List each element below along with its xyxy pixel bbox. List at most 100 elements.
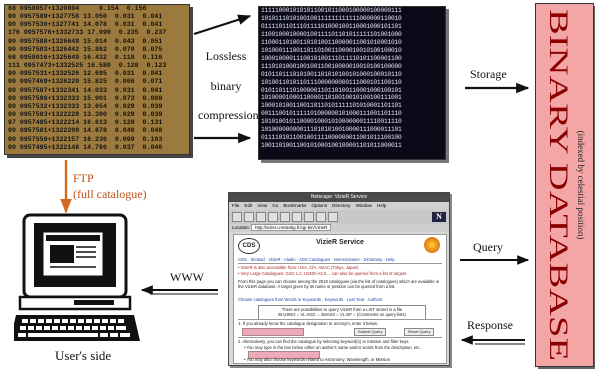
- menu-item-help[interactable]: Help: [376, 203, 387, 208]
- vizier-page: CDS VizieR Service CDS · Simbad · VizieR…: [233, 234, 447, 364]
- browser-title: Netscape: VizieR Service: [229, 193, 449, 202]
- binary-row: 1001101001100101000100100001101011000011: [261, 142, 402, 150]
- cds-logo: CDS: [238, 238, 260, 254]
- catalogue-row: 90 0957588+1326648 15.014 0.043 0.051: [8, 37, 163, 45]
- menu-item-go[interactable]: Go: [272, 203, 279, 208]
- storage-label: Storage: [470, 67, 507, 81]
- binary-row: 0101101110101001101010100101000100010110: [261, 70, 402, 78]
- binary-row: 0111101101110111101000100110001000101101: [261, 22, 402, 30]
- menu-item-edit[interactable]: Edit: [244, 203, 253, 208]
- menu-item-view[interactable]: View: [257, 203, 268, 208]
- full-catalogue-label: (full catalogue): [73, 187, 147, 201]
- menu-item-window[interactable]: Window: [355, 203, 372, 208]
- response-label: Response: [467, 318, 513, 332]
- binary-data-block: 1111100010101011001011000100000100000111…: [258, 6, 446, 160]
- binary-row: 1000101001100110110101111101010001101101: [261, 102, 402, 110]
- catalogue-row: 90 0957469+1326220 15.825 0.066 0.071: [8, 78, 163, 86]
- database-subtitle-text: (indexed by celestial position): [576, 131, 586, 240]
- lossless-label: Lossless: [205, 49, 247, 63]
- binary-row: 1010001110011011010011000010010100100010: [261, 46, 402, 54]
- catalogue-row: 90 0957503+1326442 15.862 0.070 0.075: [8, 45, 163, 53]
- catalogue-row: 90 0957532+1332333 13.654 0.029 0.039: [8, 102, 163, 110]
- stop-icon: [328, 212, 338, 222]
- binary-row: 1010100101100001000101000000011110011110: [261, 118, 402, 126]
- binary-row: 1100011010011010100110000011001010001010: [261, 38, 402, 46]
- catalogue-row: 68 0958016+1325649 16.432 0.118 0.116: [8, 53, 163, 61]
- forward-icon: [244, 212, 254, 222]
- vizier-list-box-line1: There are possibilities to query VizieR …: [281, 307, 403, 312]
- menu-item-options[interactable]: Options: [311, 203, 328, 208]
- users-side-label: User's side: [55, 348, 112, 363]
- binary-row: 0111101011001001111000000011001011100100: [261, 134, 402, 142]
- binary-database: BINARY DATABASE (indexed by celestial po…: [535, 3, 594, 367]
- images-icon: [280, 212, 290, 222]
- author-words-input[interactable]: [248, 351, 320, 359]
- menu-item-bookmarks[interactable]: Bookmarks: [283, 203, 307, 208]
- submit-query-button[interactable]: Submit Query: [354, 328, 387, 336]
- catalogue-row: 97 0957485+1322214 16.613 0.128 0.131: [8, 119, 163, 127]
- netscape-logo-icon: N: [432, 212, 446, 222]
- catalogue-row: 90 0957589+1327758 13.050 0.031 0.041: [8, 13, 163, 21]
- binary-row: 0011100101111101000000101000111001101110: [261, 110, 402, 118]
- browser-menubar: File Edit View Go Bookmarks Options Directory W…: [229, 202, 449, 210]
- menu-item-file[interactable]: File: [232, 203, 240, 208]
- vizier-list-box-line2: IB-USNO ○ VL-GSC ○ 2MASS ○ VL-DF ○ (Comm…: [278, 312, 406, 318]
- catalogue-row: 90 0957530+1327741 14.078 0.031 0.041: [8, 21, 163, 29]
- vizier-list-box: There are possibilities to query VizieR …: [258, 305, 426, 320]
- browser-toolbar: N: [229, 210, 449, 224]
- binary-label: binary: [210, 79, 242, 93]
- vizier-para2: Choose catalogues from Words or Keywords…: [238, 297, 383, 302]
- home-icon: [256, 212, 266, 222]
- catalogue-row: 90 0957583+1322228 13.300 0.029 0.039: [8, 111, 163, 119]
- vizier-logo-icon: [424, 237, 440, 253]
- print-icon: [304, 212, 314, 222]
- vizier-browser-window: Netscape: VizieR Service File Edit View Go B…: [228, 192, 450, 366]
- location-label: Location:: [232, 225, 250, 230]
- database-title-text: BINARY DATABASE: [544, 9, 573, 361]
- find-icon: [316, 212, 326, 222]
- binary-row: 1010000100011000011010010010100100111001: [261, 94, 402, 102]
- catalogue-input[interactable]: [242, 328, 304, 336]
- compression-arrow-top: [193, 14, 252, 36]
- catalogue-row: 90 0957559+1322157 16.236 0.099 0.103: [8, 135, 163, 143]
- binary-row: 1110101000100100110010000010010100100000: [261, 62, 402, 70]
- binary-row: 0101101110100000110110100110001000100101: [261, 86, 402, 94]
- binary-row: 1111100010101011001011000100000100000111: [261, 7, 402, 14]
- vizier-page-title: VizieR Service: [316, 239, 364, 246]
- reload-icon: [268, 212, 278, 222]
- catalogue-row: 176 0957576+1332733 17.090 0.235 0.237: [8, 29, 167, 37]
- catalogue-row: 111 0957473+1332525 16.580 0.128 0.123: [8, 62, 167, 70]
- database-title: BINARY DATABASE (indexed by celestial po…: [544, 9, 586, 361]
- vizier-section2: 2. Alternatively, you can find the catal…: [238, 339, 410, 344]
- binary-row: 1010011010110111000000000111000101100110: [261, 78, 402, 86]
- location-url: http://vizier.u-strasbg.fr/cgi-bin/Vizie…: [251, 224, 332, 231]
- vizier-section1: 1. If you already know the catalogue des…: [238, 321, 379, 326]
- vizier-line2: • Very Large Catalogues: GSC 1.2, USNO-A…: [238, 271, 407, 276]
- vizier-line1: • VizieR is also accessible from: USA, C…: [238, 265, 359, 270]
- www-label: WWW: [170, 270, 204, 284]
- vizier-para1: From this page you can choose among the …: [238, 279, 440, 290]
- vizier-section3: • You may also choose keywords related t…: [244, 357, 391, 362]
- catalogue-row: 68 0958057+1320804 0.154 0.156: [8, 5, 147, 12]
- catalogue-row: 90 0957495+1322148 14.766 0.037 0.046: [8, 143, 163, 151]
- binary-row: 1100100010000100111101101011111101001000: [261, 30, 402, 38]
- catalogue-row: 90 0957598+1332333 15.901 0.073 0.088: [8, 94, 163, 102]
- query-label: Query: [473, 240, 503, 254]
- vizier-section2b: • You may type in the box below either a…: [244, 345, 421, 350]
- binary-row: 1010000000001110101010010000111000011101: [261, 126, 402, 134]
- vizier-nav: CDS · Simbad · VizieR · Aladin · ADS Cat…: [238, 257, 395, 262]
- computer-icon: [14, 213, 140, 341]
- catalogue-row: 90 0957581+1322200 14.678 0.040 0.048: [8, 127, 163, 135]
- binary-row: 1000100001110010100111011110101100001100: [261, 54, 402, 62]
- catalogue-row: 90 0957587+1332341 14.033 0.031 0.041: [8, 86, 163, 94]
- catalogue-row: 90 0957531+1332526 12.695 0.031 0.041: [8, 70, 163, 78]
- compression-label: compression: [198, 108, 259, 122]
- binary-row: 1010111010100100111111111111000000110010: [261, 14, 402, 22]
- open-icon: [292, 212, 302, 222]
- ftp-label: FTP: [73, 171, 94, 185]
- menu-item-directory[interactable]: Directory: [332, 203, 351, 208]
- reset-query-button[interactable]: Reset Query: [404, 328, 435, 336]
- back-icon: [232, 212, 242, 222]
